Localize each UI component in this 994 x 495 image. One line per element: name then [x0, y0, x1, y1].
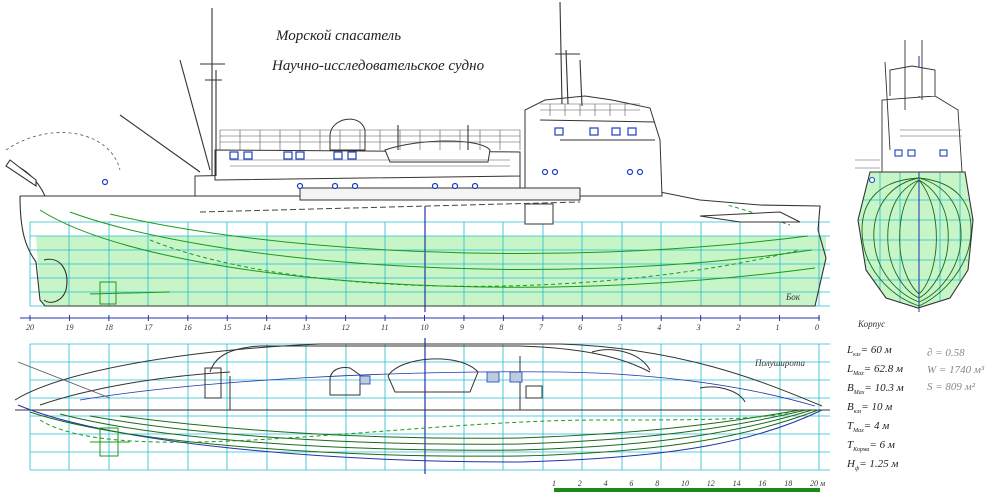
- station-label: 10: [421, 323, 429, 332]
- side-hull-curves: [39, 196, 816, 288]
- halfbreadth-view-label: Полуширота: [754, 358, 805, 368]
- station-label: 1: [776, 323, 780, 332]
- station-label: 3: [696, 323, 701, 332]
- side-bulwark: [199, 201, 581, 213]
- station-label: 2: [736, 323, 740, 332]
- coeff-wetted-surface: S = 809 м²: [927, 381, 975, 393]
- station-label: 13: [302, 323, 310, 332]
- spec-item: Hф= 1.25 м: [847, 458, 927, 477]
- spec-item: Lкзл= 60 м: [847, 344, 927, 363]
- spec-symbol: T: [847, 420, 854, 432]
- spec-symbol: H: [847, 458, 855, 470]
- station-label: 12: [342, 323, 350, 332]
- station-label: 15: [223, 323, 231, 332]
- scale-label: 4: [604, 479, 608, 488]
- station-label: 8: [499, 323, 503, 332]
- station-label: 19: [65, 323, 73, 332]
- spec-item: BMax= 10.3 м: [847, 382, 927, 401]
- side-portholes: [101, 127, 644, 190]
- scale-label: 10: [681, 479, 689, 488]
- side-propeller: [89, 281, 171, 305]
- station-label: 17: [144, 323, 153, 332]
- coeff-block-coefficient: ∂ = 0.58: [927, 347, 965, 359]
- spec-value: = 62.8 м: [863, 363, 903, 375]
- station-label: 7: [539, 323, 544, 332]
- scale-label: 14: [733, 479, 741, 488]
- station-label: 6: [578, 323, 582, 332]
- spec-item: Bкзл= 10 м: [847, 401, 927, 420]
- spec-sub: ф: [854, 466, 860, 473]
- body-plan: [855, 40, 974, 312]
- spec-sub: Max: [853, 371, 864, 378]
- title-line-2: Научно-исследовательское судно: [272, 58, 485, 74]
- station-label: 18: [105, 323, 113, 332]
- spec-symbol: L: [847, 344, 854, 356]
- spec-value: = 6 м: [869, 439, 895, 451]
- spec-symbol: T: [847, 439, 854, 451]
- side-grid: [29, 221, 830, 307]
- station-label: 9: [460, 323, 464, 332]
- spec-sub: Корма: [853, 447, 870, 454]
- side-view-label: Бок: [785, 292, 801, 302]
- title-line-1: Морской спасатель: [276, 28, 402, 44]
- spec-symbol: L: [847, 363, 854, 375]
- spec-value: = 4 м: [863, 420, 890, 432]
- spec-sub: Max: [853, 390, 865, 397]
- station-label: 14: [263, 323, 271, 332]
- spec-value: = 10.3 м: [864, 382, 904, 394]
- spec-value: = 10 м: [861, 401, 893, 413]
- scale-label: 16: [758, 479, 766, 488]
- specs-block: Lкзл= 60 м LMax= 62.8 м BMax= 10.3 м Bкз…: [847, 344, 927, 477]
- coeffs-block: ∂ = 0.58 W = 1740 м³ S = 809 м²: [927, 347, 984, 398]
- side-hull-outline: [5, 132, 827, 307]
- scale-label: 8: [655, 479, 659, 488]
- spec-sub: кзл: [853, 352, 861, 359]
- coeff-displacement: W = 1740 м³: [927, 364, 985, 376]
- halfbreadth-anchor-line: [17, 361, 111, 399]
- halfbreadth-grid: [29, 343, 830, 471]
- spec-symbol: B: [847, 382, 854, 394]
- station-label: 11: [381, 323, 388, 332]
- station-label: 0: [815, 323, 819, 332]
- spec-item: TКорма= 6 м: [847, 439, 927, 458]
- station-label: 20: [26, 323, 34, 332]
- side-railings: [219, 103, 640, 167]
- spec-item: TMax= 4 м: [847, 420, 927, 439]
- spec-value: = 1.25 м: [859, 458, 899, 470]
- halfbreadth-propeller: [90, 427, 130, 457]
- station-label: 5: [618, 323, 622, 332]
- scale-label: 6: [629, 479, 633, 488]
- scale-label: 18: [784, 479, 792, 488]
- spec-symbol: B: [847, 401, 854, 413]
- spec-sub: Max: [853, 428, 864, 435]
- station-label: 16: [184, 323, 192, 332]
- scale-label: 1: [552, 479, 556, 488]
- side-underwater-fill: [36, 236, 826, 306]
- station-label: 4: [657, 323, 661, 332]
- side-masts: [119, 1, 583, 176]
- body-view-label: Корпус: [857, 319, 885, 329]
- spec-sub: кзл: [853, 409, 862, 416]
- halfbreadth-windows: [359, 371, 523, 385]
- scale-label: 20 м: [810, 479, 825, 488]
- spec-item: LMax= 62.8 м: [847, 363, 927, 382]
- spec-value: = 60 м: [860, 344, 892, 356]
- halfbreadth-waterlines: [17, 371, 823, 463]
- scale-label: 2: [578, 479, 582, 488]
- halfbreadth-deck: [14, 343, 823, 410]
- scale-label: 12: [707, 479, 715, 488]
